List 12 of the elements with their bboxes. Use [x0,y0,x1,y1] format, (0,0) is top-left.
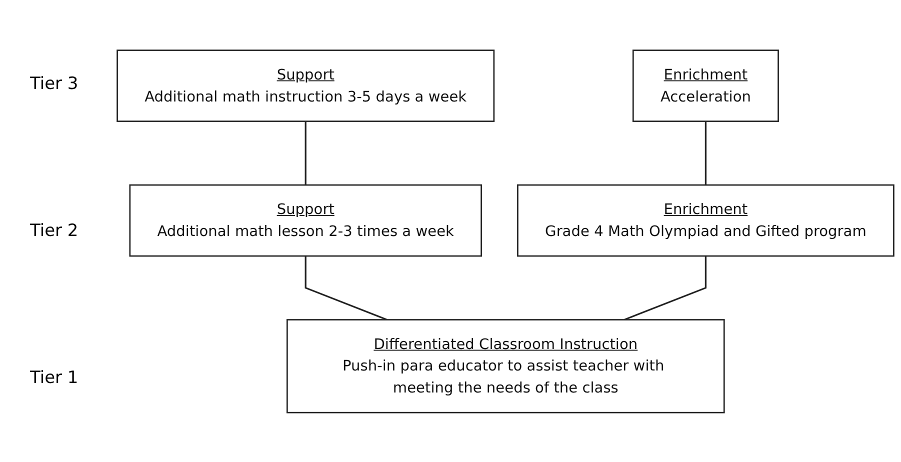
node-box: Enrichment Grade 4 Math Olympiad and Gifted program [517,184,894,256]
tier-label: Tier 2 [29,220,80,241]
connector [304,256,388,320]
tier-label: Tier 1 [29,368,80,388]
tier-label: Tier 3 [29,74,80,94]
connector [704,120,707,185]
connector [624,256,707,320]
connector [304,120,306,185]
node-box: Support Additional math instruction 3-5 days a week [116,49,495,122]
node-box: Support Additional math lesson 2-3 times a week [129,184,482,256]
node-box: Enrichment Acceleration [632,49,779,122]
node-box: Differentiated Classroom Instruction Push-in para educator to assist teacher with meeting the needs of the class [286,318,725,413]
